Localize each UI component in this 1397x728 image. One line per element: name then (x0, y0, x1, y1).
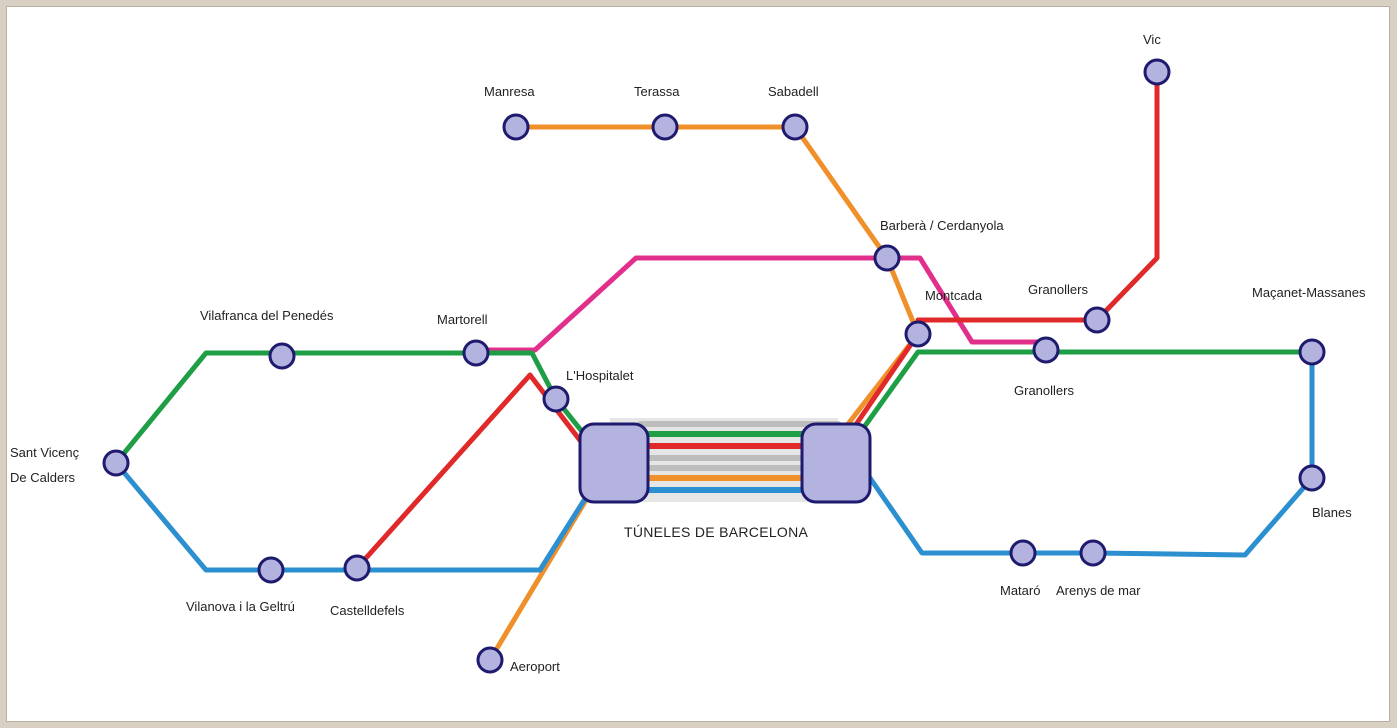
station-granollers-north (1083, 306, 1111, 334)
label-blanes: Blanes (1312, 505, 1352, 520)
label-montcada: Montcada (925, 288, 983, 303)
label-vilanova: Vilanova i la Geltrú (186, 599, 295, 614)
station-macanet (1298, 338, 1326, 366)
label-terassa: Terassa (634, 84, 680, 99)
label-santvicenc-1: Sant Vicenç (10, 445, 80, 460)
station-martorell (462, 339, 490, 367)
station-castelldefels (343, 554, 371, 582)
station-mataro (1009, 539, 1037, 567)
label-macanet: Maçanet-Massanes (1252, 285, 1366, 300)
label-vic: Vic (1143, 32, 1161, 47)
green-line-east (859, 349, 1315, 433)
label-aeroport: Aeroport (510, 659, 560, 674)
label-arenys: Arenys de mar (1056, 583, 1141, 598)
station-granollers-south (1032, 336, 1060, 364)
station-vic (1143, 58, 1171, 86)
label-vilafranca: Vilafranca del Penedés (200, 308, 334, 323)
station-barbera (873, 244, 901, 272)
tunnel-label: TÚNELES DE BARCELONA (624, 524, 809, 540)
station-aeroport (476, 646, 504, 674)
tunnel-hub (578, 422, 872, 504)
station-santvicenc (102, 449, 130, 477)
label-granollers-north: Granollers (1028, 282, 1088, 297)
label-granollers-south: Granollers (1014, 383, 1074, 398)
stations (102, 58, 1326, 674)
label-barbera: Barberà / Cerdanyola (880, 218, 1004, 233)
station-vilanova (257, 556, 285, 584)
label-sabadell: Sabadell (768, 84, 819, 99)
blue-line-east (867, 349, 1315, 558)
tunnel-hub-west (578, 422, 650, 504)
tunnel-hub-east (800, 422, 872, 504)
station-vilafranca (268, 342, 296, 370)
label-hospitalet: L'Hospitalet (566, 368, 634, 383)
green-line-west (113, 350, 587, 466)
red-line-north (852, 69, 1160, 429)
label-castelldefels: Castelldefels (330, 603, 405, 618)
station-labels: Manresa Terassa Sabadell Vic Barberà / C… (10, 32, 1366, 674)
rail-lines (113, 69, 1315, 663)
station-terassa (651, 113, 679, 141)
blue-line-west (113, 460, 591, 573)
magenta-line (482, 255, 1049, 353)
red-line-south (354, 372, 585, 571)
station-blanes (1298, 464, 1326, 492)
label-mataro: Mataró (1000, 583, 1040, 598)
label-manresa: Manresa (484, 84, 535, 99)
label-santvicenc-2: De Calders (10, 470, 76, 485)
label-martorell: Martorell (437, 312, 488, 327)
station-manresa (502, 113, 530, 141)
station-hospitalet (542, 385, 570, 413)
station-arenys (1079, 539, 1107, 567)
station-sabadell (781, 113, 809, 141)
station-montcada (904, 320, 932, 348)
